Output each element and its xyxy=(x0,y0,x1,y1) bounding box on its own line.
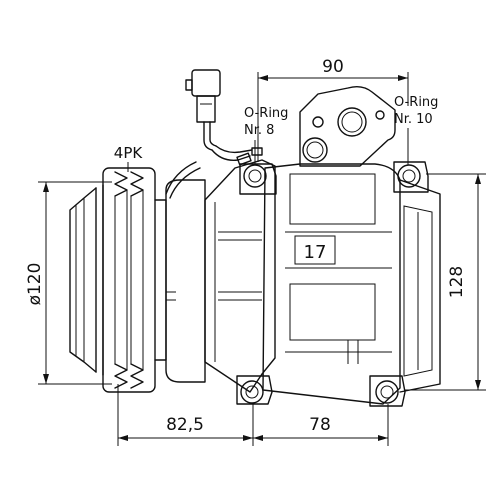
dimension-width-top xyxy=(257,72,409,162)
ports xyxy=(302,107,385,163)
dimension-height-right xyxy=(405,173,486,391)
dim-bottom-left-label: 82,5 xyxy=(166,415,204,435)
dim-width-top-label: 90 xyxy=(322,57,344,77)
pulley-diameter-label: ø120 xyxy=(25,263,45,306)
coil-housing xyxy=(154,179,206,383)
dimension-bottom xyxy=(117,384,389,446)
dimension-diameter-left xyxy=(38,181,112,385)
part-number-label: 17 xyxy=(304,242,327,263)
bolt-holes xyxy=(236,161,429,407)
oring-right-label-1: O-Ring xyxy=(394,95,438,110)
oring-left-label-2: Nr. 8 xyxy=(244,123,274,138)
dim-height-label: 128 xyxy=(447,266,467,298)
leader-lines xyxy=(127,128,409,172)
oring-left-label-1: O-Ring xyxy=(244,106,288,121)
oring-right-label-2: Nr. 10 xyxy=(394,112,433,127)
wire-harness xyxy=(165,145,263,199)
pulley-grooves-label: 4PK xyxy=(114,144,144,162)
electrical-connector xyxy=(185,69,221,151)
clutch-plate xyxy=(69,187,97,373)
dim-bottom-right-label: 78 xyxy=(309,415,331,435)
pulley xyxy=(102,167,156,393)
